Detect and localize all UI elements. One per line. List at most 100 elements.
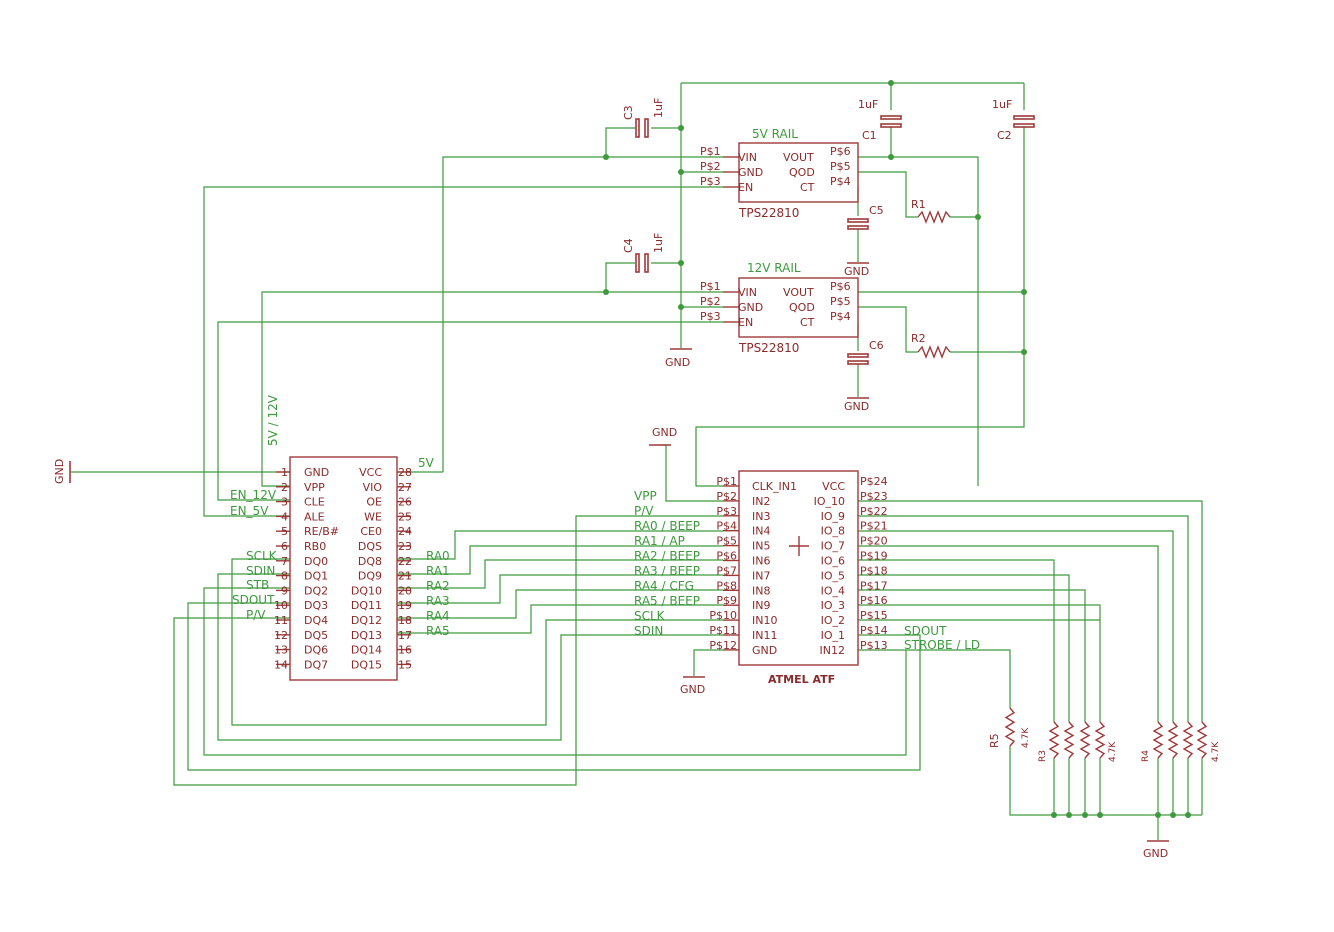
capacitor-name: C3 <box>622 105 635 120</box>
atf-pin-name: IO_5 <box>821 569 845 582</box>
net-label: SDOUT <box>232 593 275 607</box>
capacitor-name: C6 <box>869 339 884 352</box>
atf-pin-name: IN3 <box>752 510 770 523</box>
net-label: SCLK <box>246 549 278 563</box>
eeprom-pin-name: RB0 <box>304 540 326 553</box>
eeprom-pin-name: VCC <box>359 466 382 479</box>
eeprom-pin-name: DQ11 <box>351 599 382 612</box>
regulator-12v-part: TPS22810 <box>738 341 799 355</box>
eeprom-pin-number: 17 <box>398 629 412 642</box>
net-label: RA0 <box>426 549 450 563</box>
regulator-12v: 12V RAIL P$1 P$2 P$3 VIN GND EN VOUT QOD… <box>700 261 859 355</box>
net-label: SCLK <box>634 609 666 623</box>
atf-pin-name: CLK_IN1 <box>752 480 797 493</box>
eeprom-pin-number: 2 <box>281 481 288 494</box>
eeprom-net-labels: 5V / 12V EN_12V EN_5V SCLK SDIN STB SDOU… <box>230 394 450 638</box>
eeprom-pin-number: 13 <box>274 644 288 657</box>
eeprom-pin-number: 23 <box>398 540 412 553</box>
atf-pin-label: P$16 <box>860 594 888 607</box>
gnd-symbols: GND GND GND GND GND GND GND <box>53 262 1169 860</box>
pin-label: P$4 <box>830 310 851 323</box>
regulator-5v: 5V RAIL P$1 P$2 P$3 VIN GND EN VOUT QOD … <box>700 127 859 220</box>
eeprom-pin-number: 24 <box>398 525 412 538</box>
eeprom-pin-number: 9 <box>281 584 288 597</box>
net-label: P/V <box>246 608 266 622</box>
pin-label: P$5 <box>830 295 851 308</box>
net-label: RA2 <box>426 579 450 593</box>
atf-pin-name: VCC <box>822 480 845 493</box>
eeprom-pin-number: 10 <box>274 599 288 612</box>
atf-pin-label: P$19 <box>860 550 888 563</box>
net-label: STB <box>246 578 269 592</box>
net-label: STROBE / LD <box>904 638 980 652</box>
regulator-12v-label: 12V RAIL <box>747 261 801 275</box>
pin-label: P$5 <box>830 160 851 173</box>
atf-pin-name: IO_6 <box>821 555 845 568</box>
eeprom-pin-name: WE <box>364 510 382 523</box>
net-label: RA5 / BEEP <box>634 594 700 608</box>
atf-pin-label: P$5 <box>716 535 737 548</box>
eeprom-pin-name: OE <box>366 496 382 509</box>
eeprom-pin-number: 18 <box>398 614 412 627</box>
resistor-name: R3 <box>1038 750 1048 762</box>
eeprom-pin-name: ALE <box>304 510 325 523</box>
resistor-zigzag <box>1196 721 1208 759</box>
atf-pin-name: IO_3 <box>821 599 845 612</box>
net-label: RA5 <box>426 624 450 638</box>
atf-pin-label: P$10 <box>709 609 737 622</box>
pin-name: EN <box>738 316 753 329</box>
eeprom-pin-name: DQ15 <box>351 658 382 671</box>
pin-name: VIN <box>738 151 757 164</box>
eeprom-pin-number: 6 <box>281 540 288 553</box>
net-label: P/V <box>634 504 654 518</box>
resistor-name: R1 <box>911 198 926 211</box>
atf-pin-name: IN5 <box>752 540 770 553</box>
gnd-label: GND <box>844 400 869 413</box>
eeprom-pin-number: 20 <box>398 584 412 597</box>
eeprom-pin-number: 7 <box>281 555 288 568</box>
resistor-zigzag <box>1167 721 1179 759</box>
pin-label: P$4 <box>830 175 851 188</box>
eeprom-pin-number: 19 <box>398 599 412 612</box>
net-label: RA3 <box>426 594 450 608</box>
atf-pin-label: P$7 <box>716 564 737 577</box>
eeprom-pin-name: DQ5 <box>304 629 328 642</box>
resistor-zigzag <box>1063 721 1075 759</box>
capacitor-c2: 1uF C2 <box>992 98 1035 142</box>
regulator-5v-label: 5V RAIL <box>752 127 798 141</box>
atf-pin-label: P$15 <box>860 609 888 622</box>
eeprom-pin-number: 22 <box>398 555 412 568</box>
pin-label: P$3 <box>700 175 721 188</box>
net-label: RA0 / BEEP <box>634 519 700 533</box>
eeprom-pin-name: DQ3 <box>304 599 328 612</box>
eeprom-pin-name: RE/B# <box>304 525 339 538</box>
eeprom-pin-name: DQS <box>358 540 382 553</box>
eeprom-pin-name: DQ10 <box>351 584 382 597</box>
atf-title: ATMEL ATF <box>768 673 835 686</box>
resistor-r1: R1 <box>911 198 951 224</box>
capacitor-c1: 1uF C1 <box>858 98 902 142</box>
pin-name: QOD <box>789 301 815 314</box>
junction-dots <box>603 80 1191 818</box>
atf-pin-name: IN4 <box>752 525 770 538</box>
resistor-zigzag <box>1048 721 1060 759</box>
eeprom-pin-name: DQ8 <box>358 555 382 568</box>
eeprom-pin-number: 3 <box>281 496 288 509</box>
eeprom-pin-name: VPP <box>304 481 325 494</box>
eeprom-pin-number: 15 <box>398 658 412 671</box>
capacitor-c4: C4 1uF <box>622 233 665 273</box>
atf-pin-label: P$1 <box>716 475 737 488</box>
atf-pin-label: P$8 <box>716 579 737 592</box>
eeprom-pin-name: CLE <box>304 496 325 509</box>
wires <box>71 82 1203 840</box>
pin-name: VIN <box>738 286 757 299</box>
resistor-zigzag <box>1079 721 1091 759</box>
atf-pin-label: P$23 <box>860 490 888 503</box>
net-label: EN_12V <box>230 488 277 502</box>
eeprom-pin-name: DQ12 <box>351 614 382 627</box>
atf-net-labels: VPP P/V RA0 / BEEP RA1 / AP RA2 / BEEP R… <box>634 489 980 652</box>
eeprom-pin-number: 12 <box>274 629 288 642</box>
atf-pin-label: P$17 <box>860 579 888 592</box>
